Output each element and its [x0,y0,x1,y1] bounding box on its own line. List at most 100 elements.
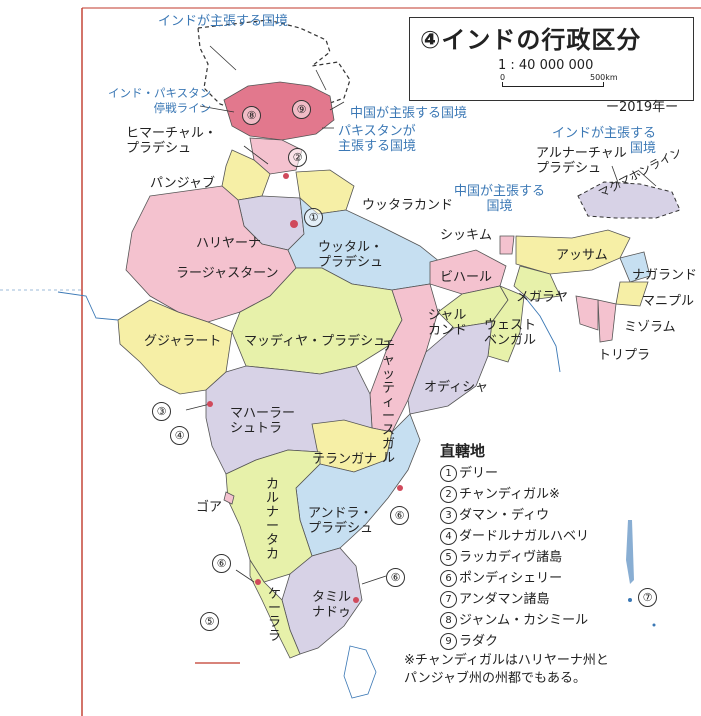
label-china-claim-border: 中国が主張する国境 [350,106,468,121]
state-odisha [407,321,493,415]
label-uttar-pradesh: ウッタル・ プラデシュ [318,240,384,270]
state-meghalaya [513,265,561,301]
territory-marker: ④ [170,426,189,445]
label-china-claim-border-ne: 中国が主張する 国境 [454,184,546,214]
state-karnataka [225,449,321,583]
leader-line [637,169,657,187]
label-rajasthan: ラージャスターン [176,266,279,281]
territory-marker: ⑨ [292,100,311,119]
andaman-islands [626,520,634,584]
state-goa [223,491,235,505]
territory-marker: ⑧ [242,106,261,125]
leader-line [315,69,327,91]
leader-line [243,145,269,165]
label-goa: ゴア [196,500,223,515]
leader-line [209,45,237,71]
coast-line-west [57,291,119,321]
label-mizoram: ミゾラム [624,320,676,335]
legend-title: 直轄地 [440,442,486,460]
legend-label: アンダマン諸島 [459,592,550,607]
territory-marker: ① [304,208,323,227]
label-ceasefire-line: インド・パキスタン 停戦ライン [108,86,212,115]
delhi-point [290,220,298,228]
label-telangana: テランガナ [312,452,378,467]
label-pakistan-claim-border: パキスタンが 主張する国境 [338,124,417,154]
state-sikkim [499,235,515,255]
label-himachal: ヒマーチャル・ プラデシュ [126,126,217,156]
legend-number: 8 [440,612,457,629]
legend-label: ラッカディヴ諸島 [459,550,563,565]
leader-line [361,575,387,585]
label-arunachal: アルナーチャル プラデシュ [536,146,627,176]
label-andhra-pradesh: アンドラ・ プラデシュ [308,506,374,536]
legend-label: ラダク [459,634,499,649]
state-kerala [249,558,301,659]
territory-marker: ② [288,148,307,167]
legend-label: ジャンム・カシミール [459,613,589,628]
scale-bar [502,82,604,87]
label-uttarakhand: ウッタラカンド [362,198,454,213]
legend-number: 5 [440,549,457,566]
label-punjab: パンジャブ [150,176,216,191]
label-india-claim-border: インドが主張する国境 [158,14,289,29]
scale-distance: 500km [590,73,618,82]
scale-ratio: 1 : 40 000 000 [498,58,594,73]
legend-label: ダードルナガルハベリ [459,529,590,544]
label-gujarat: グジャラート [144,334,222,349]
legend-number: 3 [440,507,457,524]
claimed-border-northeast [577,181,681,219]
label-india-claim-border-ne: インドが主張する 国境 [552,126,657,156]
year-label: ー2019年ー [606,100,679,115]
nicobar-island [652,623,656,627]
map-title: ④インドの行政区分 [420,26,642,54]
mahe-point [255,579,261,585]
scale-zero: 0 [500,73,506,82]
leader-line [611,165,621,189]
pondicherry-point [397,485,403,491]
label-odisha: オディシャ [424,380,489,395]
label-chhattisgarh: チャッティースガル [382,339,396,466]
dadra-point [207,401,213,407]
legend-label: デリー [459,466,499,481]
footnote: ※チャンディガルはハリヤーナ州と パンジャブ州の州都でもある。 [404,653,609,686]
legend-number: 9 [440,633,457,650]
territory-marker: ⑥ [212,554,231,573]
state-nagaland [619,251,651,283]
leader-line [185,403,211,411]
coast-line-east [523,295,561,373]
territory-marker: ⑦ [638,588,657,607]
territory-marker: ⑥ [386,568,405,587]
label-meghalaya: メガラヤ [516,290,569,305]
legend-label: チャンディガル※ [459,487,560,502]
leader-line [199,105,235,113]
legend-number: 6 [440,570,457,587]
territory-marker: ⑤ [200,612,219,631]
legend-number: 4 [440,528,457,545]
label-west-bengal: ウェスト ベンガル [484,318,537,348]
legend-number: 1 [440,465,457,482]
legend-number: 7 [440,591,457,608]
label-tripura: トリプラ [598,348,651,363]
label-bihar: ビハール [440,270,493,285]
label-maharashtra: マハーラー シュトラ [230,406,296,436]
label-karnataka: カルナータカ [266,477,280,562]
state-jammu-kashmir-ladakh [223,81,335,141]
karaikal-point [353,597,359,603]
state-manipur [615,281,649,307]
label-kerala: ケーララ [268,587,282,644]
title-box: ④インドの行政区分 1 : 40 000 000 0 500km [409,17,694,101]
leader-line [329,101,345,111]
label-manipur: マニプル [642,294,695,309]
sri-lanka [343,645,377,699]
state-tripura [575,295,599,331]
state-mizoram [597,299,617,343]
